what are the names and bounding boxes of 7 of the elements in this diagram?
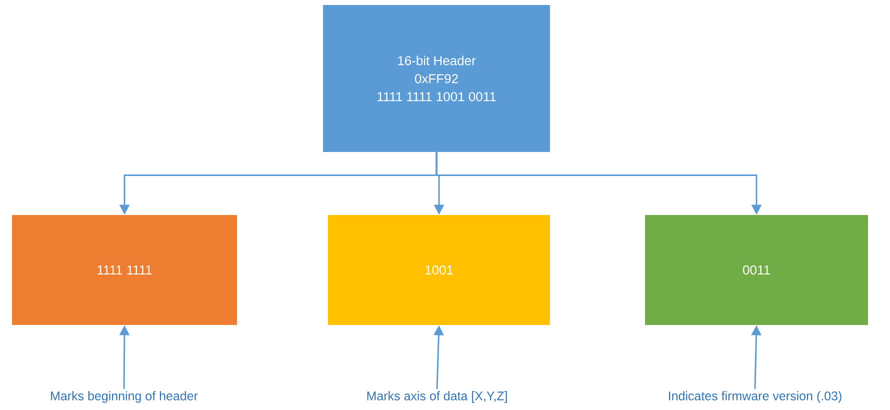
caption-text: Indicates firmware version (.03): [669, 391, 842, 403]
process-box: 1111 1111: [12, 215, 237, 325]
process-box: 0011: [645, 215, 868, 325]
caption-text: Marks beginning of header: [51, 391, 198, 403]
process-box: 1001: [328, 215, 550, 325]
process-box: 16-bit Header 0xFF92 1111 1111 1001 0011: [323, 5, 550, 152]
caption-text: Marks axis of data [X,Y,Z]: [367, 391, 507, 403]
